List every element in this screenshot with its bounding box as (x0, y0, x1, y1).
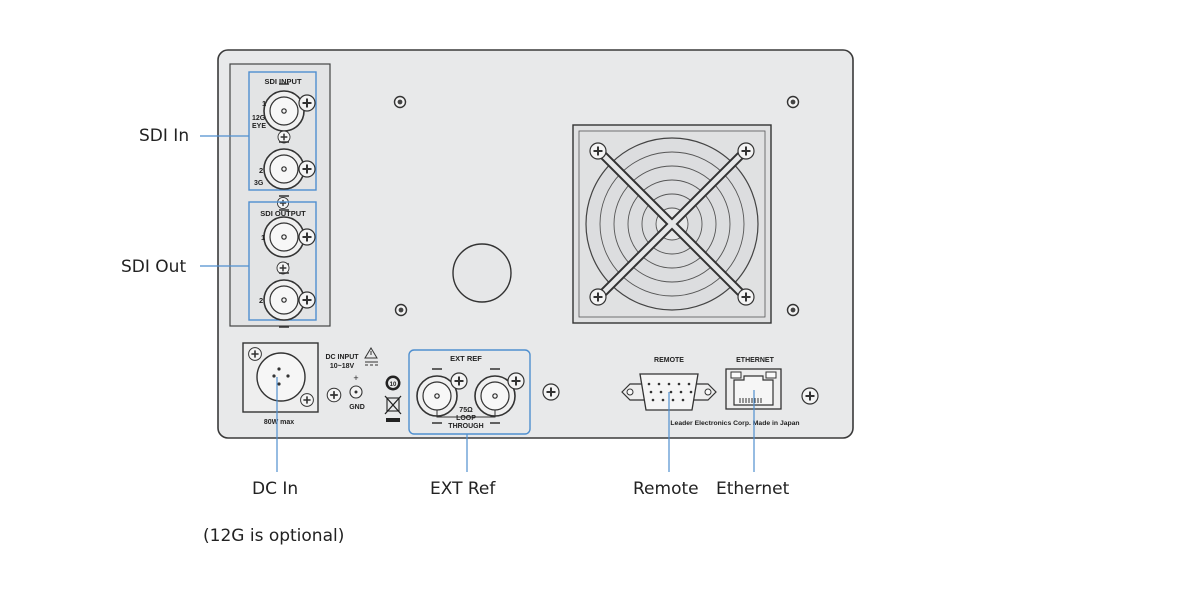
dc-input-label-2: 10~18V (330, 363, 355, 370)
dc-plus-label: + (353, 373, 358, 383)
rohs-number: 10 (390, 382, 397, 388)
chassis-bolt-bottom-right (786, 303, 800, 317)
sdi-input-1-label: 1 (262, 99, 266, 108)
caution-icon (364, 347, 378, 366)
callout-sdi-out: SDI Out (121, 257, 187, 277)
sdi-input-highlight (248, 71, 317, 191)
ext-ref-loop: LOOP (456, 415, 476, 422)
ext-ref-title: EXT REF (450, 354, 482, 363)
weee-bin-icon (384, 395, 402, 422)
sdi-output-1-label: 1 (261, 233, 265, 242)
chassis-bolt-top-right (786, 95, 800, 109)
footnote-12g-optional: (12G is optional) (203, 526, 345, 546)
ext-ref-through: THROUGH (448, 423, 483, 430)
dc-ground-terminal (349, 385, 363, 399)
dc-gnd-label: GND (349, 404, 365, 411)
fan-screw-bottom-right (737, 288, 755, 306)
ext-ref-highlight (408, 349, 531, 435)
sdi-input-1-sub1: 12G (252, 115, 266, 122)
fan-screw-top-left (589, 142, 607, 160)
ext-ref-loop-bracket (436, 410, 496, 418)
cooling-fan (572, 124, 772, 324)
remote-title: REMOTE (654, 357, 684, 364)
dc-connector-screw (247, 346, 263, 362)
sdi-input-2-lock-screw (298, 160, 316, 178)
sdi-input-center-screw (277, 130, 291, 144)
panel-screw-right (801, 387, 819, 405)
chassis-bolt-top-left (393, 95, 407, 109)
sdi-input-1-lock-screw (298, 94, 316, 112)
blank-cover-plate (452, 243, 512, 303)
sdi-input-title: SDI INPUT (264, 77, 302, 86)
dc-area-screw (326, 387, 342, 403)
ext-ref-connector-2-screw (507, 372, 525, 390)
callout-ext-ref: EXT Ref (430, 479, 496, 499)
fan-screw-bottom-left (589, 288, 607, 306)
dc-power-rating: 80W max (264, 419, 294, 426)
callout-sdi-in: SDI In (139, 126, 190, 146)
sdi-output-2-label: 2 (259, 296, 263, 305)
chassis-bolt-bottom-left (394, 303, 408, 317)
sdi-mid-screw (276, 196, 290, 210)
ext-ref-connector-1-screw (450, 372, 468, 390)
dc-xlr-socket (256, 352, 306, 402)
callout-remote: Remote (633, 479, 699, 499)
panel-screw-mid (542, 383, 560, 401)
sdi-input-2-label: 2 (259, 166, 263, 175)
sdi-output-center-screw (276, 261, 290, 275)
dc-input-label-1: DC INPUT (325, 354, 359, 361)
sdi-output-2-lock-screw (298, 291, 316, 309)
maker-text: Leader Electronics Corp. Made in Japan (670, 420, 799, 427)
rohs-icon: 10 (385, 375, 401, 391)
callout-dc-in: DC In (252, 479, 299, 499)
sdi-input-1-sub2: EYE (252, 123, 266, 130)
ext-ref-impedance: 75Ω (459, 407, 473, 414)
sdi-input-2-sub: 3G (254, 180, 264, 187)
sdi-output-title: SDI OUTPUT (260, 209, 306, 218)
ethernet-title: ETHERNET (736, 357, 774, 364)
dc-connector-screw-2 (299, 392, 315, 408)
callout-ethernet: Ethernet (716, 479, 790, 499)
sdi-output-1-lock-screw (298, 228, 316, 246)
fan-screw-top-right (737, 142, 755, 160)
